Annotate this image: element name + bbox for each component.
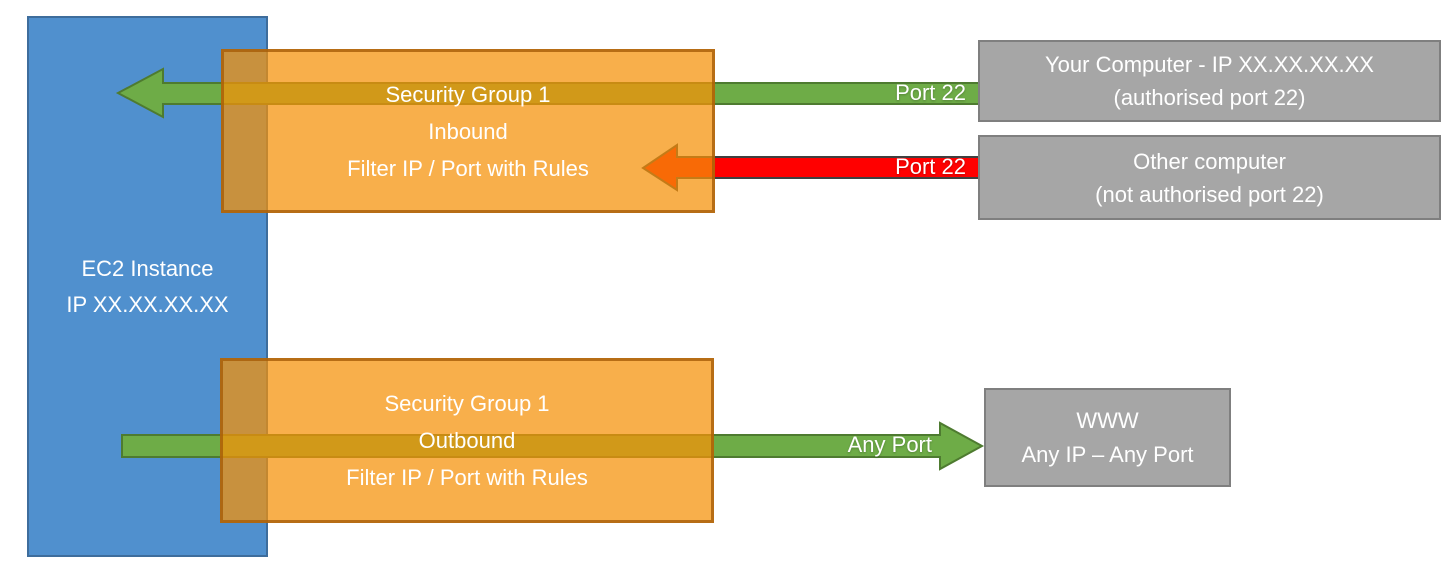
sg-inbound-direction: Inbound [428,118,508,144]
your-computer-box: Your Computer - IP XX.XX.XX.XX (authoris… [978,40,1441,122]
other-computer-title: Other computer [1133,148,1286,174]
www-title: WWW [1076,407,1139,433]
other-computer-subtitle: (not authorised port 22) [1095,181,1324,207]
sg-outbound-direction: Outbound [418,428,516,453]
sg-inbound-title: Security Group 1 [385,81,551,107]
security-group-inbound-box: Security Group 1 Inbound Filter IP / Por… [221,49,715,213]
ec2-instance-ip: IP XX.XX.XX.XX [66,291,229,317]
sg-outbound-title: Security Group 1 [384,391,550,416]
your-computer-title: Your Computer - IP XX.XX.XX.XX [1045,52,1374,77]
inbound-allowed-port-label: Port 22 [895,80,966,105]
sg-inbound-description: Filter IP / Port with Rules [347,155,589,181]
www-box: WWW Any IP – Any Port [984,388,1231,487]
outbound-port-label: Any Port [847,432,932,457]
www-subtitle: Any IP – Any Port [1021,441,1194,467]
sg-outbound-description: Filter IP / Port with Rules [346,465,588,490]
other-computer-box: Other computer (not authorised port 22) [978,135,1441,220]
security-group-outbound-box: Security Group 1 Outbound Filter IP / Po… [220,358,714,523]
ec2-instance-name: EC2 Instance [81,255,214,281]
your-computer-subtitle: (authorised port 22) [1113,85,1306,110]
inbound-denied-port-label: Port 22 [895,154,966,179]
